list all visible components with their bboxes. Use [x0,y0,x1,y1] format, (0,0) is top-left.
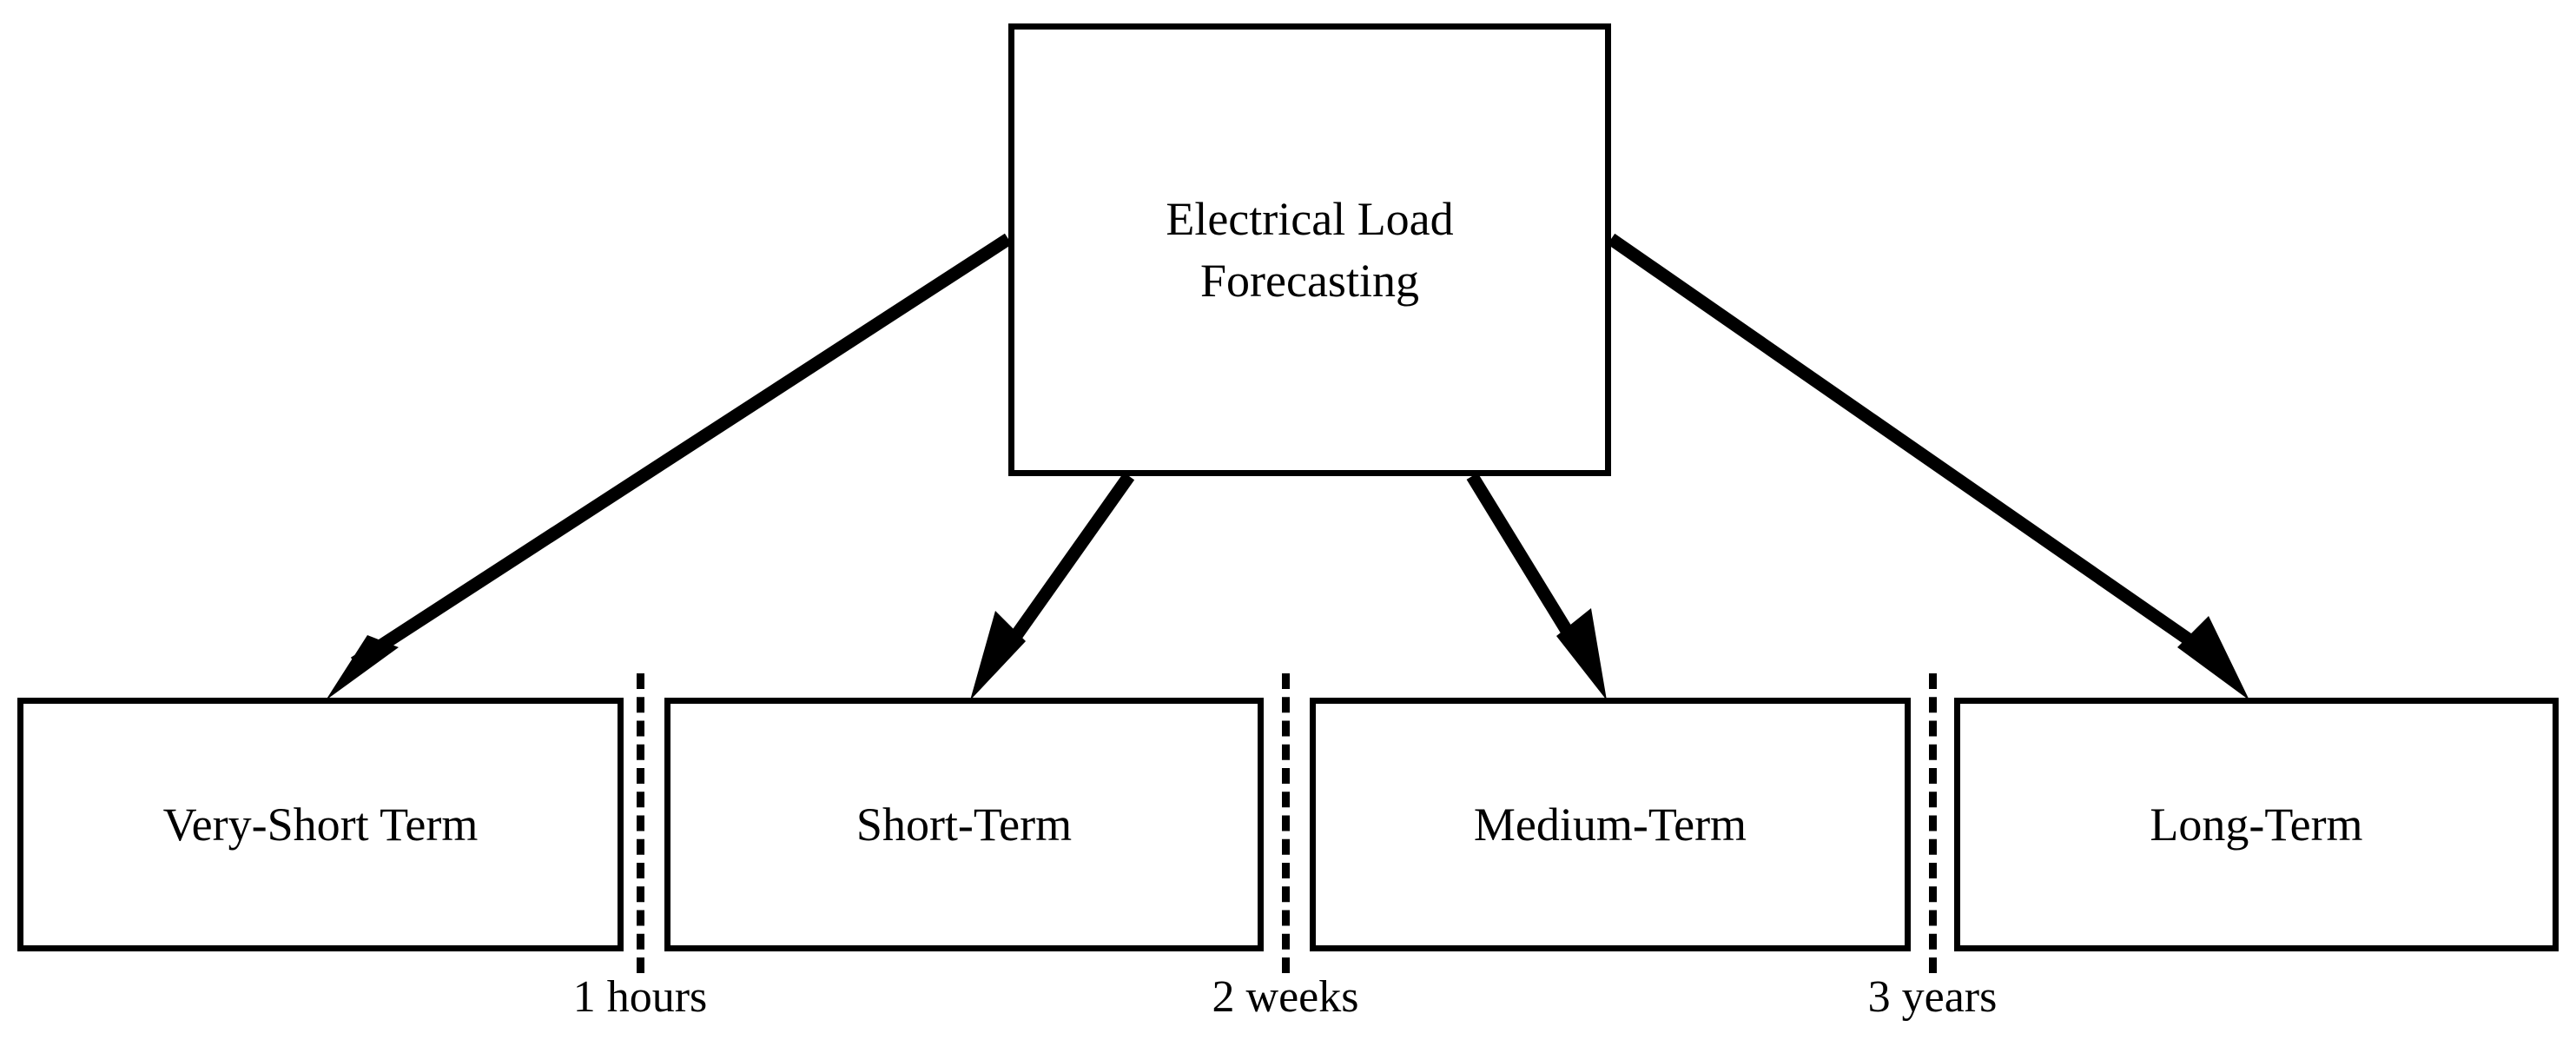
divider-dashed-line-1-hours [637,673,644,973]
root-node-label: Electrical Load Forecasting [1166,193,1454,307]
divider-label-3-years: 3 years [1867,972,1998,1022]
arrow-root-to-short-term [970,472,1135,700]
arrow-root-to-very-short-term [326,233,1013,700]
leaf-node-label-short-term: Short-Term [855,798,1073,851]
divider-dashed-line-2-weeks [1282,673,1290,973]
divider-dashed-line-3-years [1929,673,1937,973]
leaf-node-label-very-short-term: Very-Short Term [162,798,479,851]
leaf-node-label-medium-term: Medium-Term [1473,798,1747,851]
leaf-node-short-term[interactable]: Short-Term [664,698,1264,951]
leaf-node-label-long-term: Long-Term [2150,798,2363,851]
root-node-electrical-load-forecasting[interactable]: Electrical Load Forecasting [1008,23,1611,476]
divider-label-2-weeks: 2 weeks [1212,972,1359,1022]
leaf-node-long-term[interactable]: Long-Term [1954,698,2559,951]
divider-label-1-hours: 1 hours [572,972,708,1022]
leaf-node-medium-term[interactable]: Medium-Term [1310,698,1911,951]
arrow-root-to-long-term [1607,233,2249,700]
leaf-node-very-short-term[interactable]: Very-Short Term [17,698,624,951]
arrow-root-to-medium-term [1466,473,1607,700]
